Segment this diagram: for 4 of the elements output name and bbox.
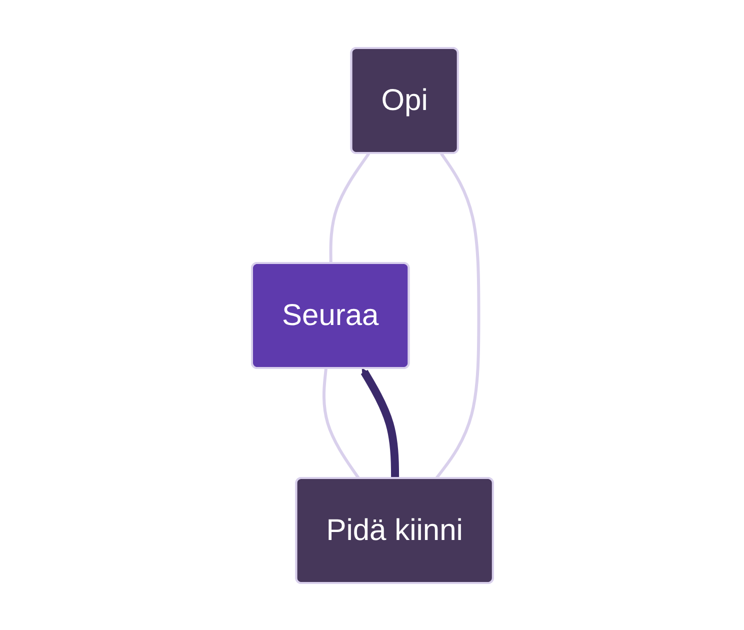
- connector: [328, 152, 370, 264]
- arrow: [360, 368, 399, 478]
- connector: [322, 368, 360, 479]
- connector: [434, 152, 480, 479]
